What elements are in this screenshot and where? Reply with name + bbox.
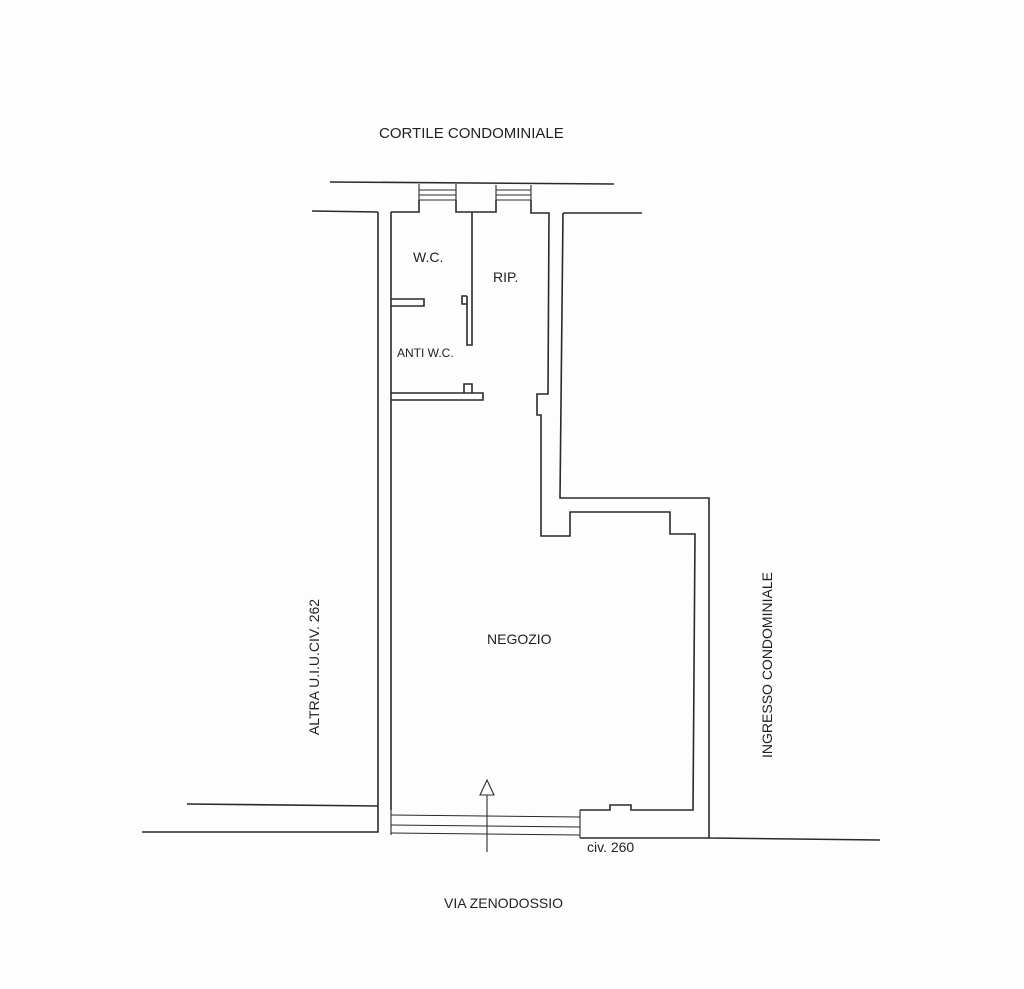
civic-number-label: civ. 260 <box>587 839 635 855</box>
partition-wc-antiwc <box>391 298 425 307</box>
courtyard-boundary-outer <box>329 181 615 185</box>
storefront-glazing <box>390 810 581 838</box>
entrance-arrow <box>479 778 495 852</box>
room-label-storage: RIP. <box>493 269 519 285</box>
courtyard-label: CORTILE CONDOMINIALE <box>379 125 564 142</box>
courtyard-boundary-left <box>311 210 379 213</box>
outer-wall-exterior <box>142 212 881 841</box>
partition-antiwc-shop <box>391 383 484 401</box>
street-label: VIA ZENODOSSIO <box>444 895 564 911</box>
room-label-wc: W.C. <box>413 249 444 265</box>
rear-window-right <box>495 185 532 201</box>
right-entrance-label: INGRESSO CONDOMINIALE <box>759 572 775 758</box>
left-neighbor-label: ALTRA U.I.U.CIV. 262 <box>306 598 322 736</box>
partition-wc-storage <box>461 212 473 346</box>
room-label-shop: NEGOZIO <box>487 631 552 647</box>
outer-wall-interior <box>390 200 696 811</box>
room-label-anti-wc: ANTI W.C. <box>397 346 454 360</box>
rear-window-left <box>418 184 457 201</box>
